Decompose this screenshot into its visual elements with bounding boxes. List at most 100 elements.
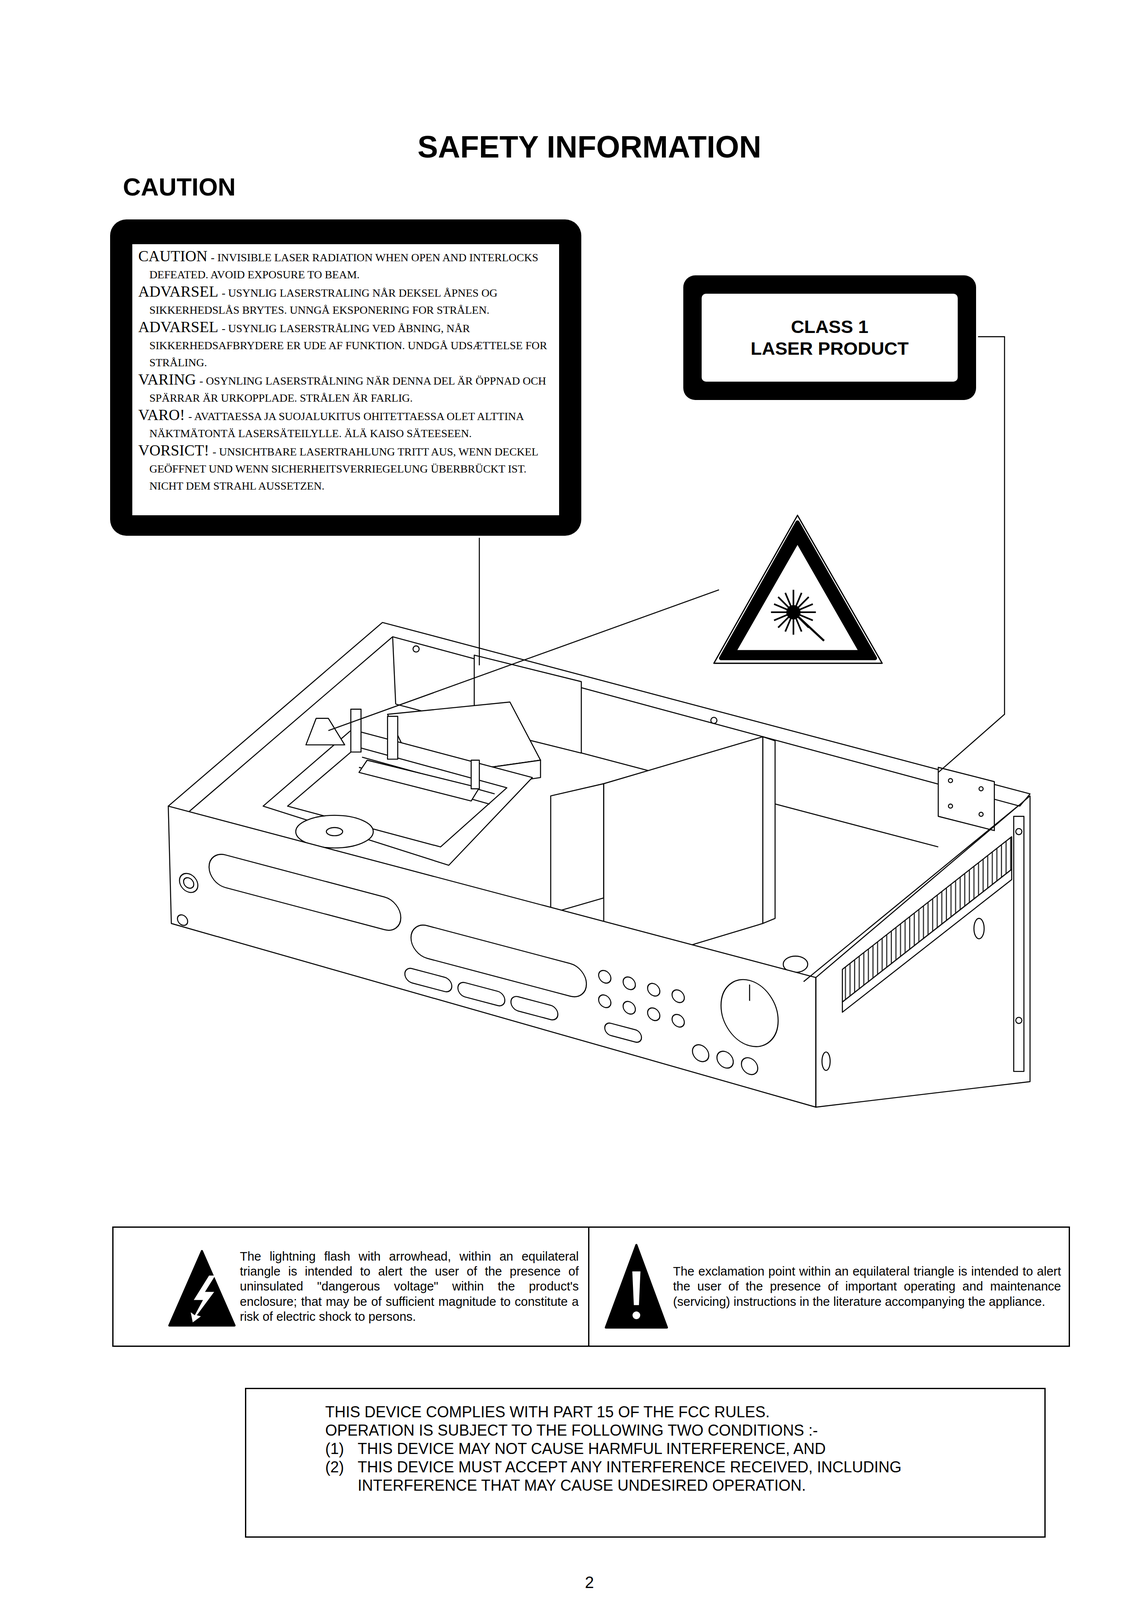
warning-text: - INVISIBLE LASER RADIATION WHEN OPEN AN… [149, 251, 539, 281]
illustration-part [672, 988, 685, 1004]
chassis [168, 622, 1030, 1107]
warning-keyword: VORSICT! [138, 441, 210, 459]
label-panel: CLASS 1LASER PRODUCT [701, 293, 958, 382]
screw-hole [413, 645, 420, 652]
illustration-part [598, 968, 612, 985]
section-heading: CAUTION [122, 172, 379, 202]
warning-paragraph: VORSICT!- UNSICHTBARE LASERTRAHLUNG TRIT… [138, 442, 554, 496]
illustration-part [737, 544, 858, 650]
warning-paragraph: CAUTION- INVISIBLE LASER RADIATION WHEN … [138, 248, 554, 284]
condition-text: THIS DEVICE MAY NOT CAUSE HARMFUL INTERF… [357, 1439, 913, 1458]
class-text: LASER PRODUCT [750, 337, 909, 360]
front-panel [168, 805, 816, 1107]
illustration-part [183, 876, 194, 890]
leader-line [328, 589, 719, 731]
illustration-part [510, 994, 558, 1022]
screw-hole [1015, 828, 1022, 835]
condition-text: THIS DEVICE MUST ACCEPT ANY INTERFERENCE… [357, 1457, 913, 1495]
illustration-part [632, 1270, 641, 1305]
post [350, 708, 362, 752]
board-hole [979, 786, 984, 791]
page-title: SAFETY INFORMATION [354, 130, 825, 164]
laser-warning-symbol [714, 515, 883, 664]
front-panel-parts [177, 828, 779, 1083]
illustration-part [598, 993, 612, 1009]
attention-symbol [605, 1244, 667, 1328]
warning-paragraph: ADVARSEL- USYNLIG LASERSTRALING NÅR DEKS… [138, 283, 554, 320]
class-label: CLASS 1LASER PRODUCT [683, 275, 977, 400]
warning-keyword: ADVARSEL [138, 318, 219, 336]
illustration-part [749, 984, 750, 1001]
disc-hub [326, 827, 343, 836]
leader-line [938, 336, 1005, 773]
explanation-text: The lightning flash with arrowhead, with… [239, 1248, 579, 1325]
illustration-part [714, 515, 883, 664]
condition-number: (2) [325, 1457, 358, 1476]
warning-label: CAUTION- INVISIBLE LASER RADIATION WHEN … [110, 219, 582, 536]
label-panel: CAUTION- INVISIBLE LASER RADIATION WHEN … [132, 244, 560, 516]
warning-paragraph: VARING- OSYNLING LASERSTRÅLNING NÄR DENN… [138, 371, 554, 408]
right-side [816, 795, 1031, 1107]
partition [550, 783, 604, 914]
symbol-explanation-box: The exclamation point within an equilate… [589, 1226, 1070, 1347]
post [387, 716, 398, 759]
rear-board [938, 767, 994, 831]
warning-keyword: CAUTION [138, 247, 208, 265]
illustration-part [604, 1021, 642, 1044]
warning-text: - OSYNLING LASERSTRÅLNING NÄR DENNA DEL … [149, 374, 547, 405]
illustration-part [741, 1055, 758, 1076]
foot-hole [822, 1051, 831, 1070]
shock-warning-symbol [169, 1250, 235, 1326]
heatsink-base [842, 869, 1012, 1013]
illustration-part [177, 913, 188, 927]
warning-keyword: VARING [138, 370, 196, 388]
warning-keyword: ADVARSEL [138, 282, 219, 301]
explanation-text: The exclamation point within an equilate… [673, 1263, 1062, 1309]
illustration-part [632, 1311, 641, 1319]
fcc-notice-box: THIS DEVICE COMPLIES WITH PART 15 OF THE… [244, 1387, 1046, 1538]
screw-hole [711, 717, 718, 723]
condition-row: (1)THIS DEVICE MAY NOT CAUSE HARMFUL INT… [325, 1439, 1019, 1458]
illustration-part [457, 980, 505, 1008]
illustration-part [209, 850, 401, 934]
warning-paragraph: ADVARSEL- USYNLIG LASERSTRÅLING VED ÅBNI… [138, 319, 554, 372]
illustration-part [770, 589, 824, 642]
illustration-part [793, 612, 825, 641]
illustration-part [605, 1244, 667, 1328]
illustration-part [720, 522, 875, 659]
illustration-part [169, 1250, 235, 1326]
chassis-edge [392, 636, 396, 705]
illustration-part [179, 871, 199, 895]
symbol-explanation-box: The lightning flash with arrowhead, with… [112, 1226, 590, 1347]
illustration-part [647, 1006, 660, 1022]
sled [358, 760, 480, 802]
illustration-part [405, 966, 452, 994]
warning-text: - AVATTAESSA JA SUOJALUKITUS OHITETTAESS… [149, 410, 524, 440]
screw-hole [1015, 1017, 1022, 1024]
condition-number: (1) [325, 1439, 358, 1458]
heatsink [842, 836, 1012, 1002]
illustration-part [720, 972, 779, 1053]
right-side-inner [803, 805, 1018, 982]
notice-line: THIS DEVICE COMPLIES WITH PART 15 OF THE… [325, 1402, 1019, 1421]
illustration-part [623, 975, 636, 991]
board-hole [979, 812, 984, 817]
condition-row: (2)THIS DEVICE MUST ACCEPT ANY INTERFERE… [325, 1457, 1019, 1495]
warning-keyword: VARO! [138, 406, 185, 424]
warning-paragraph: VARO!- AVATTAESSA JA SUOJALUKITUS OHITET… [138, 407, 554, 443]
illustration-part [647, 981, 660, 997]
post [471, 760, 480, 789]
laser-sticker [306, 718, 345, 745]
board-hole [948, 778, 953, 783]
illustration-part [623, 999, 636, 1016]
foot-hole [973, 918, 985, 939]
rear-edge [1013, 816, 1024, 1072]
page-number: 2 [546, 1573, 633, 1592]
partition-edge [762, 736, 776, 924]
notice-line: OPERATION IS SUBJECT TO THE FOLLOWING TW… [325, 1420, 1019, 1440]
illustration-part [672, 1012, 685, 1029]
illustration-part [717, 1049, 734, 1070]
leader-line [478, 537, 480, 666]
illustration-part [692, 1042, 709, 1064]
